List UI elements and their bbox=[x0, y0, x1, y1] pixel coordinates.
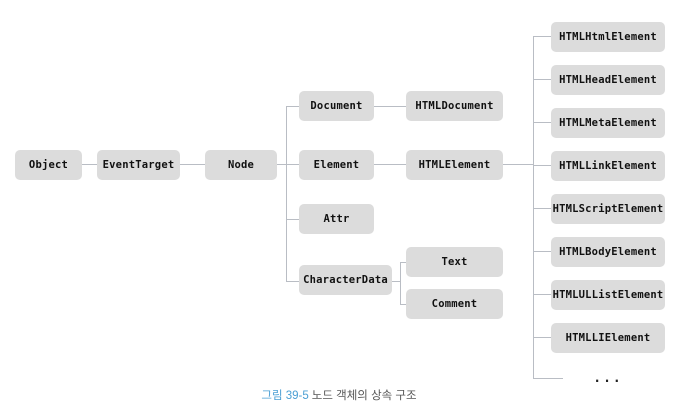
node-eventtarget[interactable]: EventTarget bbox=[97, 150, 180, 180]
node-htmlbodyelement[interactable]: HTMLBodyElement bbox=[551, 237, 665, 267]
edge-node-stub bbox=[277, 164, 286, 165]
node-htmlhtmlelement[interactable]: HTMLHtmlElement bbox=[551, 22, 665, 52]
edge-htmlelement-htmllinkelement bbox=[533, 165, 551, 166]
node-htmlheadelement[interactable]: HTMLHeadElement bbox=[551, 65, 665, 95]
node-object[interactable]: Object bbox=[15, 150, 82, 180]
edge-htmlelement-htmlhtmlelement bbox=[533, 36, 551, 37]
edge-node-characterdata bbox=[286, 281, 299, 282]
node-text[interactable]: Text bbox=[406, 247, 503, 277]
edge-htmlelement-more bbox=[533, 378, 563, 379]
edge-htmlelement-htmlmetaelement bbox=[533, 122, 551, 123]
node-htmllinkelement[interactable]: HTMLLinkElement bbox=[551, 151, 665, 181]
edge-htmlelement-htmlbodyelement bbox=[533, 251, 551, 252]
edge-eventtarget-node bbox=[180, 164, 205, 165]
edge-htmlelement-htmllielement bbox=[533, 337, 551, 338]
node-attr[interactable]: Attr bbox=[299, 204, 374, 234]
edge-characterdata-stub bbox=[392, 281, 400, 282]
edge-characterdata-comment bbox=[400, 304, 406, 305]
node-htmlelement[interactable]: HTMLElement bbox=[406, 150, 503, 180]
edge-object-eventtarget bbox=[82, 164, 97, 165]
node-document[interactable]: Document bbox=[299, 91, 374, 121]
node-element[interactable]: Element bbox=[299, 150, 374, 180]
edge-htmlelement-htmlscriptelement bbox=[533, 208, 551, 209]
figure-number: 그림 39-5 bbox=[261, 390, 309, 402]
edge-characterdata-text bbox=[400, 262, 406, 263]
node-htmlmetaelement[interactable]: HTMLMetaElement bbox=[551, 108, 665, 138]
edge-node-attr bbox=[286, 219, 299, 220]
edge-characterdata-trunk bbox=[400, 262, 401, 305]
node-comment[interactable]: Comment bbox=[406, 289, 503, 319]
node-htmldocument[interactable]: HTMLDocument bbox=[406, 91, 503, 121]
edge-node-trunk bbox=[286, 106, 287, 281]
edge-htmlelement-htmlheadelement bbox=[533, 79, 551, 80]
ellipsis-more-nodes: ... bbox=[593, 370, 623, 386]
edge-node-element bbox=[286, 164, 299, 165]
node-characterdata[interactable]: CharacterData bbox=[299, 265, 392, 295]
edge-element-htmlelement bbox=[374, 164, 406, 165]
figure-caption-text: 노드 객체의 상속 구조 bbox=[311, 390, 417, 402]
edge-htmlelement-trunk bbox=[533, 36, 534, 378]
node-node[interactable]: Node bbox=[205, 150, 277, 180]
edge-htmlelement-htmlulistelement bbox=[533, 294, 551, 295]
node-htmllielement[interactable]: HTMLLIElement bbox=[551, 323, 665, 353]
node-htmlscriptelement[interactable]: HTMLScriptElement bbox=[551, 194, 665, 224]
node-htmlulistelement[interactable]: HTMLULListElement bbox=[551, 280, 665, 310]
edge-node-document bbox=[286, 106, 299, 107]
edge-document-htmldocument bbox=[374, 106, 406, 107]
edge-htmlelement-stub bbox=[503, 164, 533, 165]
